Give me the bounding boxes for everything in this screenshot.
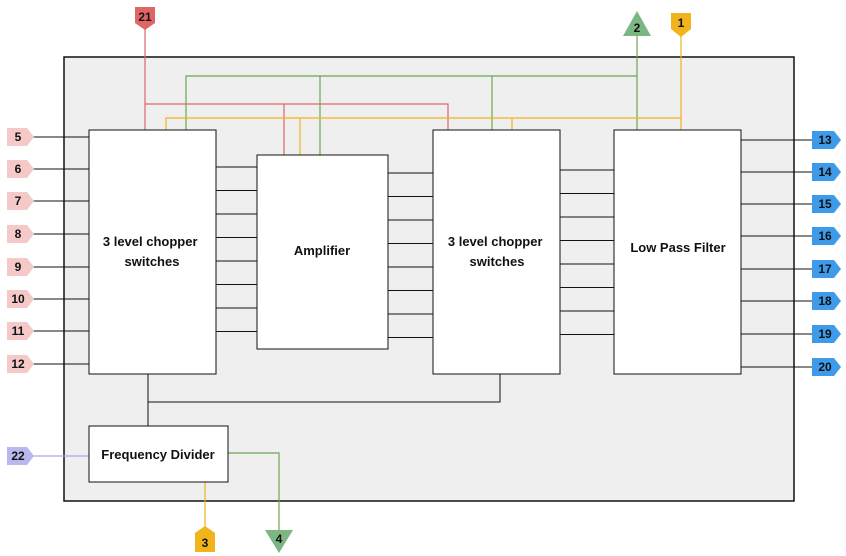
pin-15: 15 xyxy=(812,195,841,213)
pin-10: 10 xyxy=(7,290,34,308)
pin-shape xyxy=(7,225,34,243)
amplifier-label: Amplifier xyxy=(294,243,350,258)
svg-text:3 level chopper switches: 3 level chopper switches xyxy=(448,234,546,269)
pin-11-label: 11 xyxy=(12,324,25,338)
pin-2: 2 xyxy=(623,11,651,36)
pin-shape xyxy=(7,160,34,178)
pin-12-label: 12 xyxy=(11,357,25,371)
pin-22: 22 xyxy=(7,447,34,465)
block-chopper-left: 3 level chopper switches xyxy=(88,129,217,375)
pin-shape xyxy=(7,355,34,373)
pin-13: 13 xyxy=(812,131,841,149)
pin-9: 9 xyxy=(7,258,34,276)
right-output-pins: 13 14 15 16 17 18 19 20 xyxy=(812,131,841,376)
orange-bus-wires xyxy=(165,36,682,155)
pin-shape xyxy=(812,195,841,213)
pin-20: 20 xyxy=(812,358,841,376)
pin-15-label: 15 xyxy=(818,197,832,211)
pin-shape xyxy=(812,227,841,245)
pin-8-label: 8 xyxy=(15,227,22,241)
green-bus-wires xyxy=(185,36,638,155)
pin-2-label: 2 xyxy=(634,21,641,35)
pin-shape xyxy=(7,258,34,276)
pin-13-label: 13 xyxy=(818,133,832,147)
pin-1-label: 1 xyxy=(678,16,685,30)
svg-text:3 level chopper switches: 3 level chopper switches xyxy=(103,234,201,269)
pin-16-label: 16 xyxy=(818,229,832,243)
clock-feedback-path xyxy=(147,374,501,426)
chopper-right-label-line2: switches xyxy=(470,254,525,269)
pin-shape xyxy=(7,290,34,308)
pin-18-label: 18 xyxy=(818,294,832,308)
block-chopper-right: 3 level chopper switches xyxy=(432,129,561,375)
green-divider-wire xyxy=(228,452,280,530)
pin-3: 3 xyxy=(195,526,215,552)
pin-17: 17 xyxy=(812,260,841,278)
pin-shape xyxy=(7,128,34,146)
pin-3-label: 3 xyxy=(202,536,209,550)
pin-shape xyxy=(812,163,841,181)
pin-19: 19 xyxy=(812,325,841,343)
low-pass-filter-label: Low Pass Filter xyxy=(630,240,725,255)
pin-20-label: 20 xyxy=(818,360,832,374)
pin-18: 18 xyxy=(812,292,841,310)
pin-4: 4 xyxy=(265,530,293,553)
block-amplifier: Amplifier xyxy=(256,154,389,350)
pin-9-label: 9 xyxy=(15,260,22,274)
pin-shape xyxy=(812,260,841,278)
pin-19-label: 19 xyxy=(818,327,832,341)
pin-shape xyxy=(7,192,34,210)
signal-wires xyxy=(30,136,814,368)
pin-shape xyxy=(812,292,841,310)
pin-22-label: 22 xyxy=(11,449,25,463)
pin-4-label: 4 xyxy=(276,532,283,546)
pin-12: 12 xyxy=(7,355,34,373)
pin-14-label: 14 xyxy=(818,165,832,179)
pin-16: 16 xyxy=(812,227,841,245)
chopper-left-label-line1: 3 level chopper xyxy=(103,234,198,249)
pin-10-label: 10 xyxy=(11,292,25,306)
pin-5: 5 xyxy=(7,128,34,146)
chopper-left-label-line2: switches xyxy=(125,254,180,269)
left-input-pins: 5 6 7 8 9 10 11 12 xyxy=(7,128,34,373)
pin-17-label: 17 xyxy=(818,262,832,276)
pin-shape xyxy=(7,322,34,340)
pin-11: 11 xyxy=(7,322,34,340)
pin-14: 14 xyxy=(812,163,841,181)
pin-shape xyxy=(812,131,841,149)
frequency-divider-label: Frequency Divider xyxy=(101,447,214,462)
pin-shape xyxy=(812,358,841,376)
block-frequency-divider: Frequency Divider xyxy=(88,425,229,483)
pin-8: 8 xyxy=(7,225,34,243)
pin-1: 1 xyxy=(671,13,691,37)
pin-shape xyxy=(812,325,841,343)
pin-6: 6 xyxy=(7,160,34,178)
pin-21: 21 xyxy=(135,7,155,30)
pin-5-label: 5 xyxy=(15,130,22,144)
pin-6-label: 6 xyxy=(15,162,22,176)
pin-21-label: 21 xyxy=(138,10,152,24)
pin-7-label: 7 xyxy=(15,194,22,208)
pin-7: 7 xyxy=(7,192,34,210)
block-low-pass-filter: Low Pass Filter xyxy=(613,129,742,375)
red-bus-wires xyxy=(144,28,449,155)
chopper-right-label-line1: 3 level chopper xyxy=(448,234,543,249)
